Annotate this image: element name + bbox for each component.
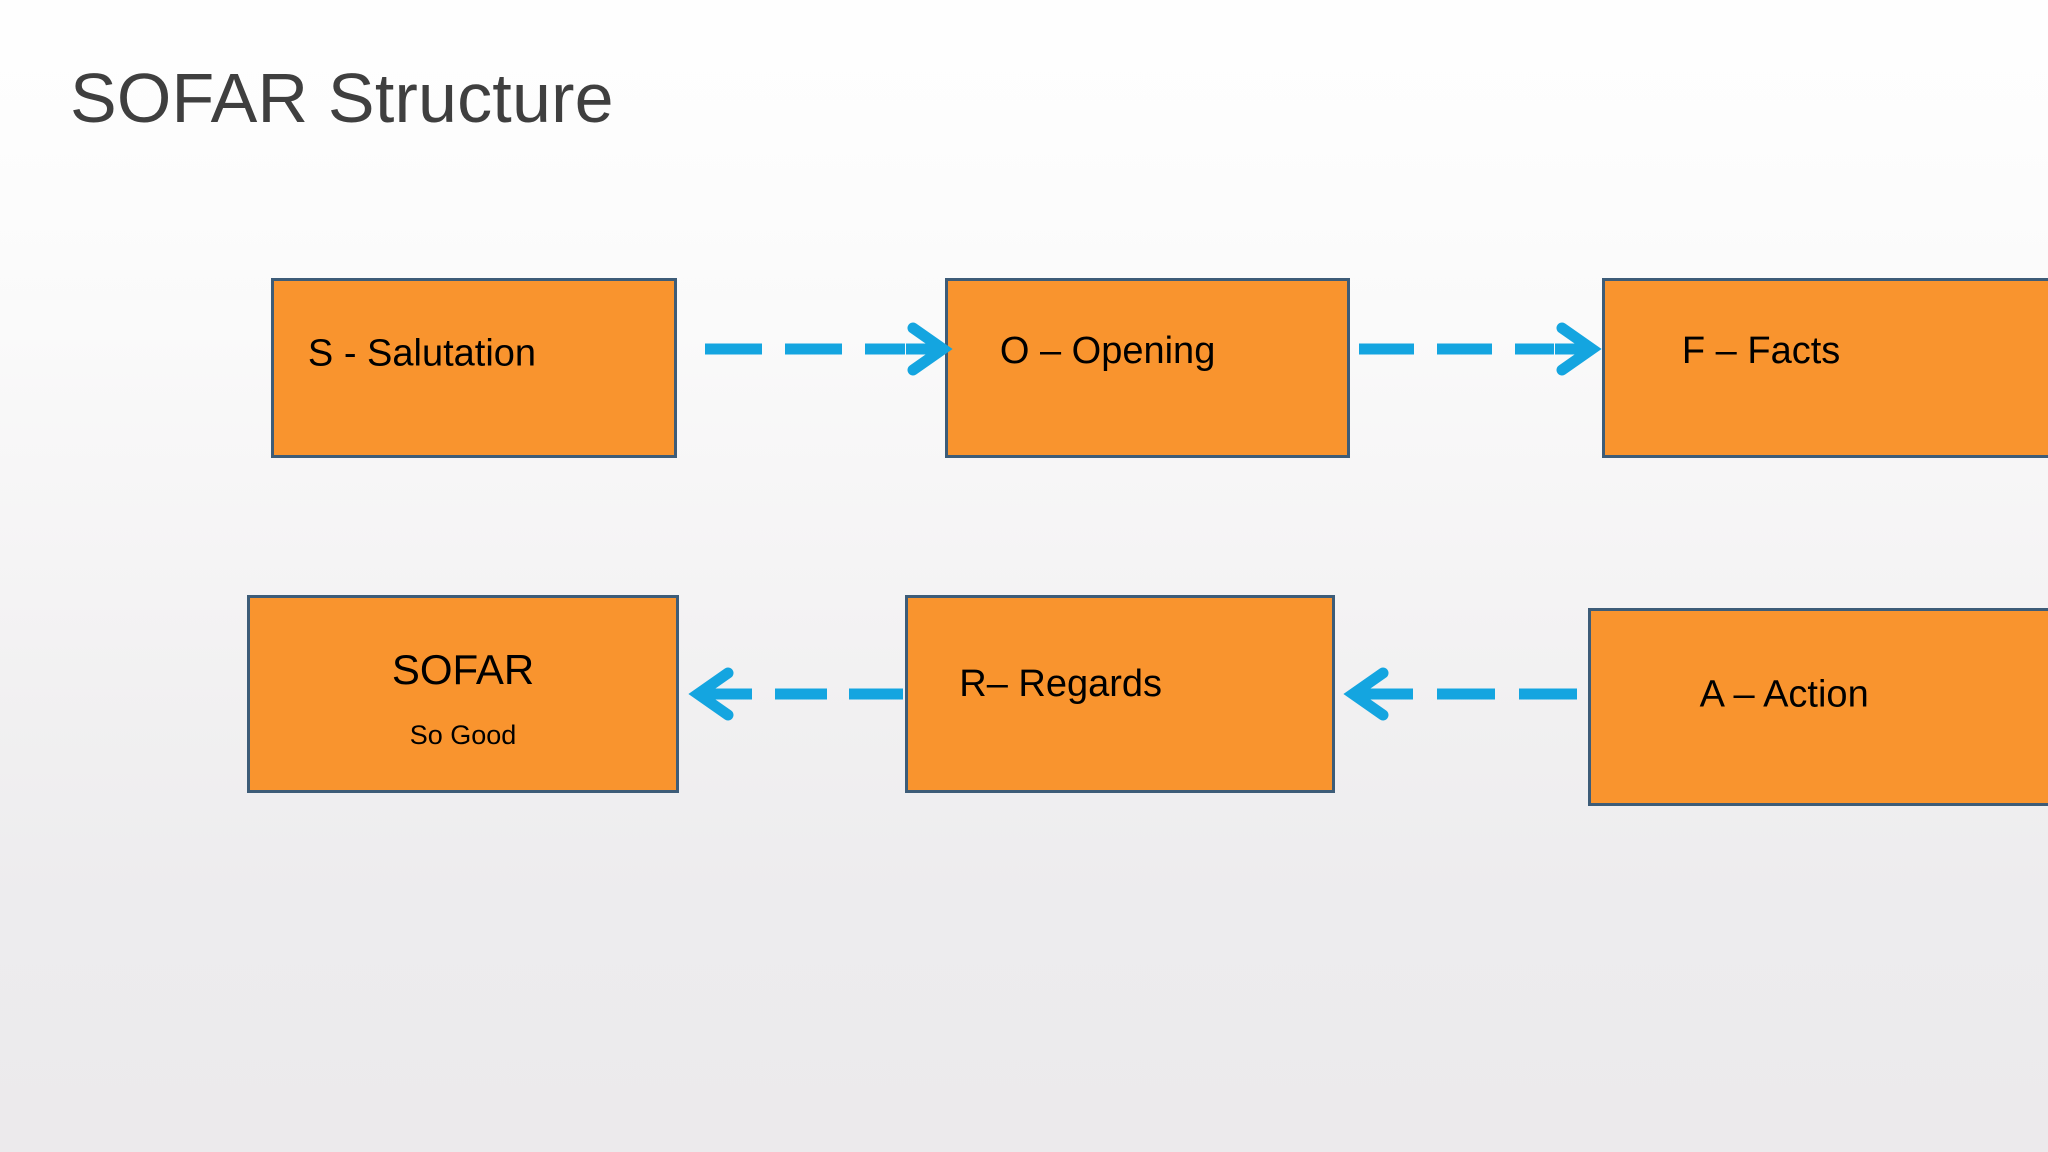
flow-box-regards[interactable]: R– Regards — [905, 595, 1335, 793]
arrow-action-to-regards — [1343, 667, 1577, 721]
arrow-regards-to-sofar — [688, 667, 903, 721]
flow-box-sofar-sublabel: So Good — [409, 720, 517, 750]
flow-box-sofar[interactable]: SOFAR So Good — [247, 595, 679, 793]
flow-box-salutation[interactable]: S - Salutation — [271, 278, 677, 458]
flow-box-action[interactable]: A – Action — [1588, 608, 2048, 806]
arrow-opening-to-facts — [1359, 322, 1602, 376]
flow-box-sofar-label: SOFAR — [391, 646, 535, 693]
flow-box-action-label: A – Action — [1699, 673, 1869, 716]
flow-box-opening[interactable]: O – Opening — [945, 278, 1350, 458]
flow-box-salutation-label: S - Salutation — [307, 332, 537, 375]
flow-box-regards-label: R– Regards — [959, 663, 1163, 706]
arrow-salutation-to-opening — [705, 322, 953, 376]
flow-box-facts[interactable]: F – Facts — [1602, 278, 2048, 458]
page-title: SOFAR Structure — [70, 59, 614, 137]
flow-box-facts-label: F – Facts — [1681, 330, 1841, 373]
flow-box-opening-label: O – Opening — [999, 330, 1216, 373]
